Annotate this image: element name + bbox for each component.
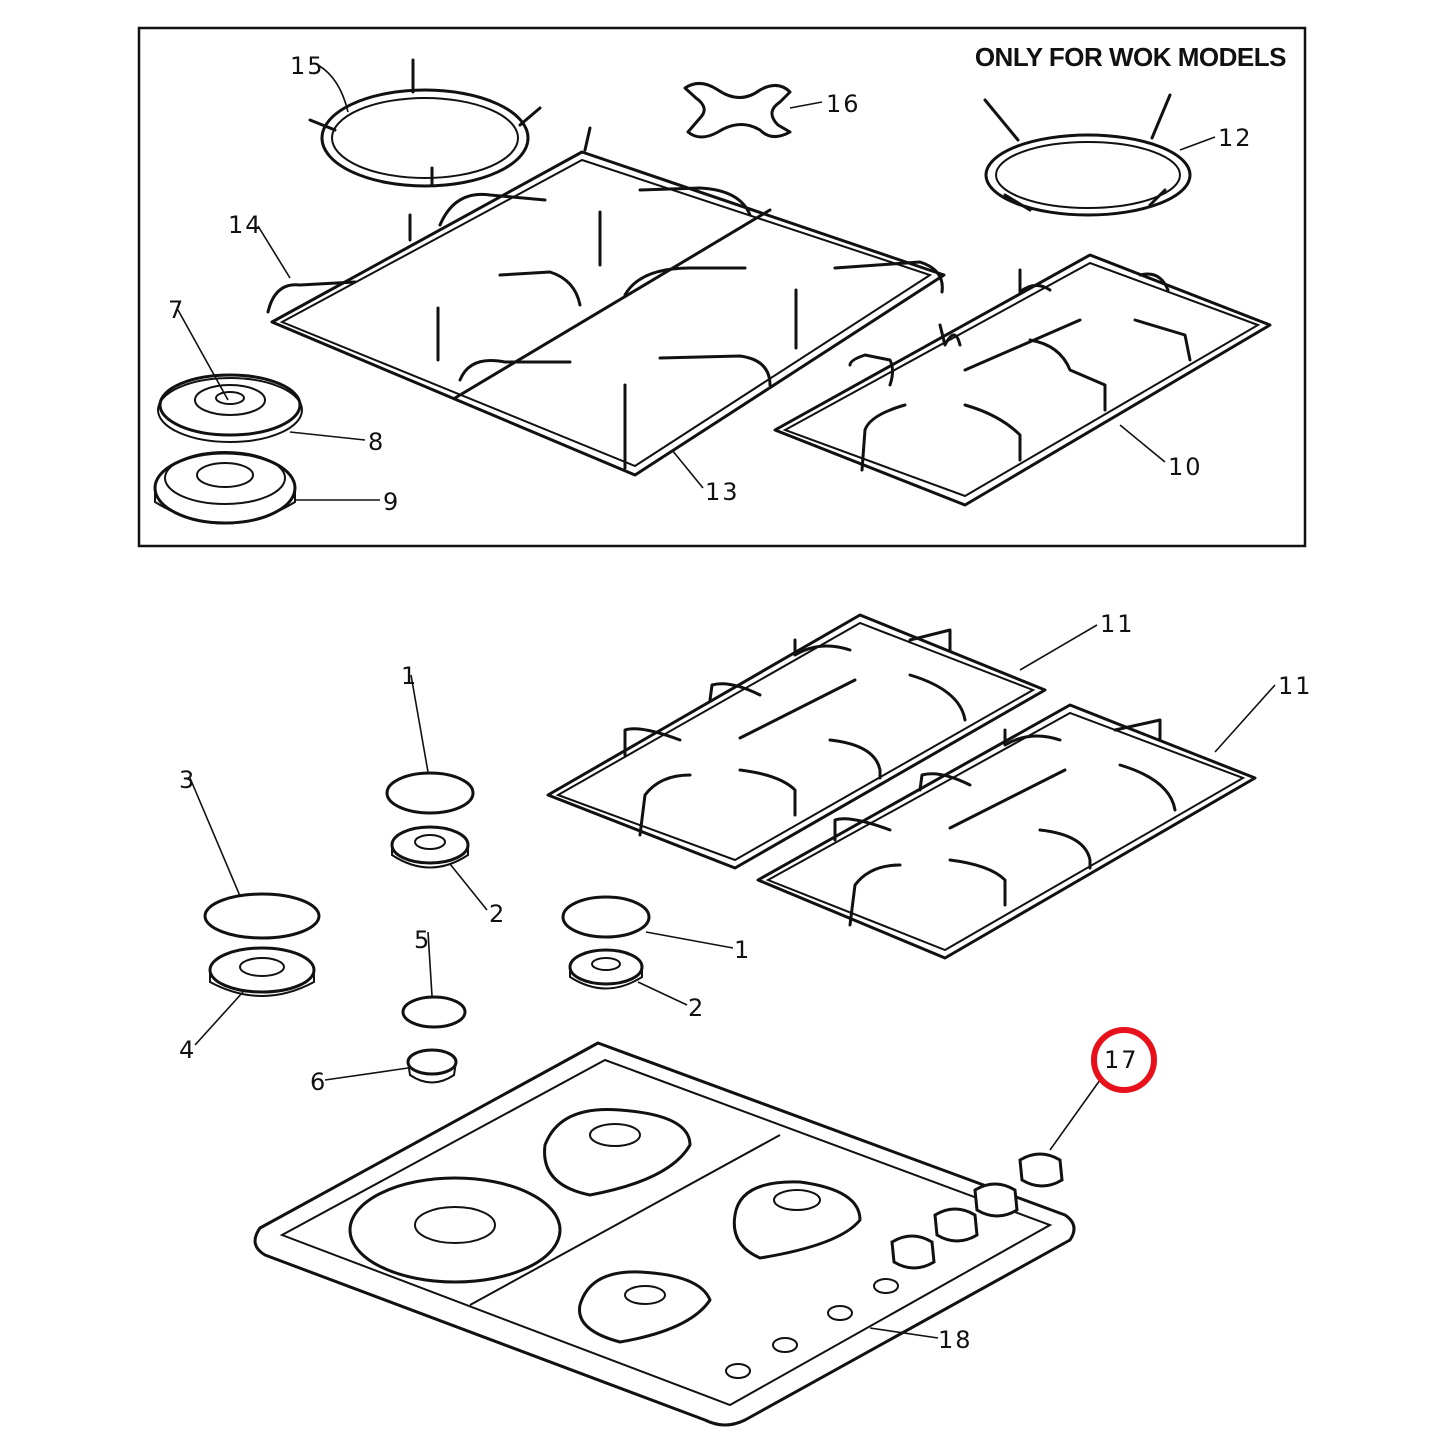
label-17: 17 xyxy=(1104,1046,1139,1074)
part-knob-17 xyxy=(890,1152,1064,1270)
part-single-grate-10 xyxy=(773,253,1272,507)
label-14: 14 xyxy=(228,211,263,239)
label-2-top: 2 xyxy=(489,900,506,928)
part-grate-11-right xyxy=(756,703,1257,960)
part-cap-3 xyxy=(203,892,321,940)
label-13: 13 xyxy=(705,478,740,506)
wok-models-frame xyxy=(137,26,1307,548)
part-burner-6 xyxy=(406,1048,458,1084)
label-4: 4 xyxy=(179,1036,196,1064)
label-16: 16 xyxy=(826,90,861,118)
part-cap-5 xyxy=(401,995,467,1029)
part-burner-cap-7 xyxy=(158,373,302,437)
label-15: 15 xyxy=(290,52,325,80)
part-hob-top-18 xyxy=(253,1041,1076,1427)
part-cap-1-right xyxy=(561,895,651,939)
part-burner-2-right xyxy=(568,948,644,990)
label-1-top: 1 xyxy=(401,662,418,690)
part-wok-ring-12 xyxy=(983,93,1192,217)
label-18: 18 xyxy=(938,1326,973,1354)
part-wok-ring-15 xyxy=(308,58,542,188)
part-burner-ring-8 xyxy=(157,377,303,443)
label-6: 6 xyxy=(310,1068,327,1096)
label-1-right: 1 xyxy=(734,936,751,964)
part-burner-4 xyxy=(208,946,316,997)
part-double-grate-13 xyxy=(266,126,946,477)
wok-models-note: ONLY FOR WOK MODELS xyxy=(975,42,1286,72)
label-5: 5 xyxy=(414,926,431,954)
leader-lines xyxy=(177,64,1276,1339)
label-10: 10 xyxy=(1168,453,1203,481)
label-8: 8 xyxy=(368,428,385,456)
part-cap-1-top xyxy=(385,771,475,815)
label-2-right: 2 xyxy=(688,994,705,1022)
part-pan-support-16 xyxy=(683,82,792,139)
highlight-circle xyxy=(1091,1027,1157,1093)
label-9: 9 xyxy=(383,488,400,516)
label-11-right: 11 xyxy=(1278,672,1313,700)
callout-labels: 15 16 12 14 7 8 9 13 10 11 11 1 3 2 5 1 … xyxy=(168,52,1313,1354)
part-burner-body-9 xyxy=(153,451,297,525)
part-burner-2-top xyxy=(390,825,470,869)
label-12: 12 xyxy=(1218,124,1253,152)
label-11-left: 11 xyxy=(1100,610,1135,638)
part-grate-11-left xyxy=(546,613,1047,870)
label-7: 7 xyxy=(168,296,185,324)
label-3: 3 xyxy=(179,766,196,794)
